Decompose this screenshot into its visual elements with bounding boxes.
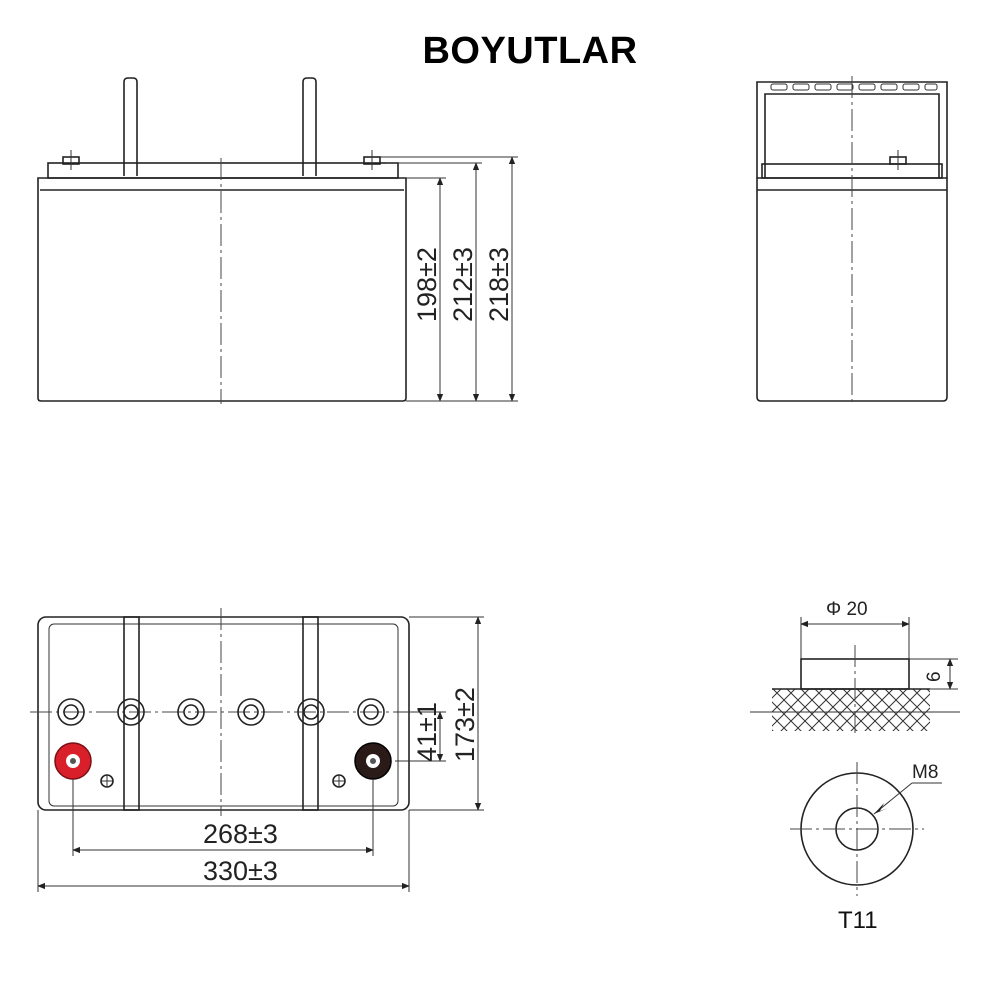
top-view: 41±1 173±2 268±3 330±3: [30, 608, 484, 892]
dim-terminal-spacing: 268±3: [203, 819, 278, 849]
terminal-detail-top: M8 T11: [790, 762, 942, 934]
terminal-detail-side: Φ 20 6: [750, 599, 960, 735]
terminal-height-label: 6: [924, 671, 945, 682]
dim-height-terminal: 212±3: [448, 247, 478, 322]
terminal-thread-label: M8: [912, 762, 938, 783]
side-bolt: [889, 150, 907, 170]
dim-height-total: 218±3: [484, 247, 514, 322]
vent-cap-1: [57, 698, 85, 726]
front-view: 198±2 212±3 218±3: [37, 77, 518, 404]
dim-terminal-offset: 41±1: [412, 702, 442, 762]
page-title: BOYUTLAR: [422, 30, 638, 72]
dim-length: 330±3: [203, 856, 278, 886]
vent-cap-5: [297, 698, 325, 726]
terminal-type-label: T11: [838, 907, 878, 934]
plus-symbol: [100, 774, 114, 788]
terminal-diameter-label: Φ 20: [826, 599, 868, 620]
front-bolt-left: [62, 150, 80, 170]
negative-terminal: [354, 742, 392, 780]
dim-width: 173±2: [450, 687, 480, 762]
positive-terminal: [54, 742, 92, 780]
vent-cap-4: [237, 698, 265, 726]
minus-symbol: [332, 774, 346, 788]
vent-cap-6: [357, 698, 385, 726]
vent-cap-2: [117, 698, 145, 726]
vent-cap-3: [177, 698, 205, 726]
side-view: [756, 76, 948, 404]
dim-height-container: 198±2: [412, 247, 442, 322]
front-bolt-right: [363, 150, 381, 170]
